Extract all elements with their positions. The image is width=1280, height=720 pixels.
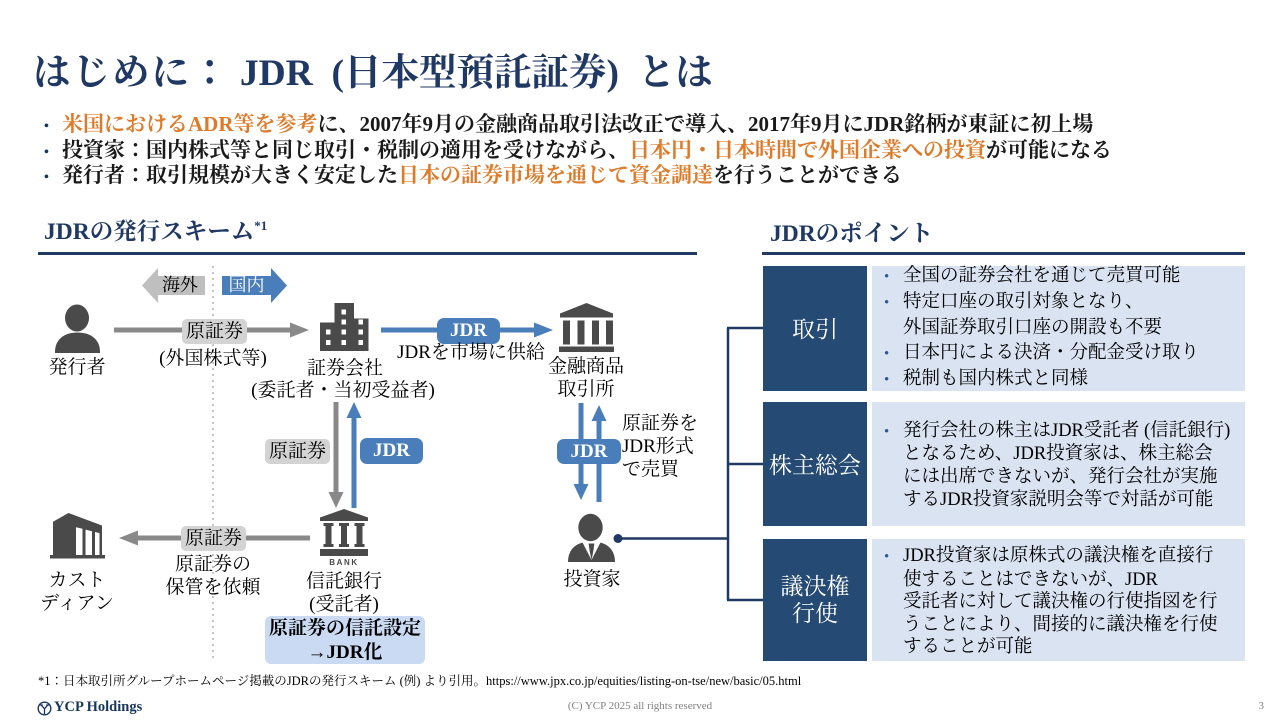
svg-text:BANK: BANK: [329, 558, 359, 567]
